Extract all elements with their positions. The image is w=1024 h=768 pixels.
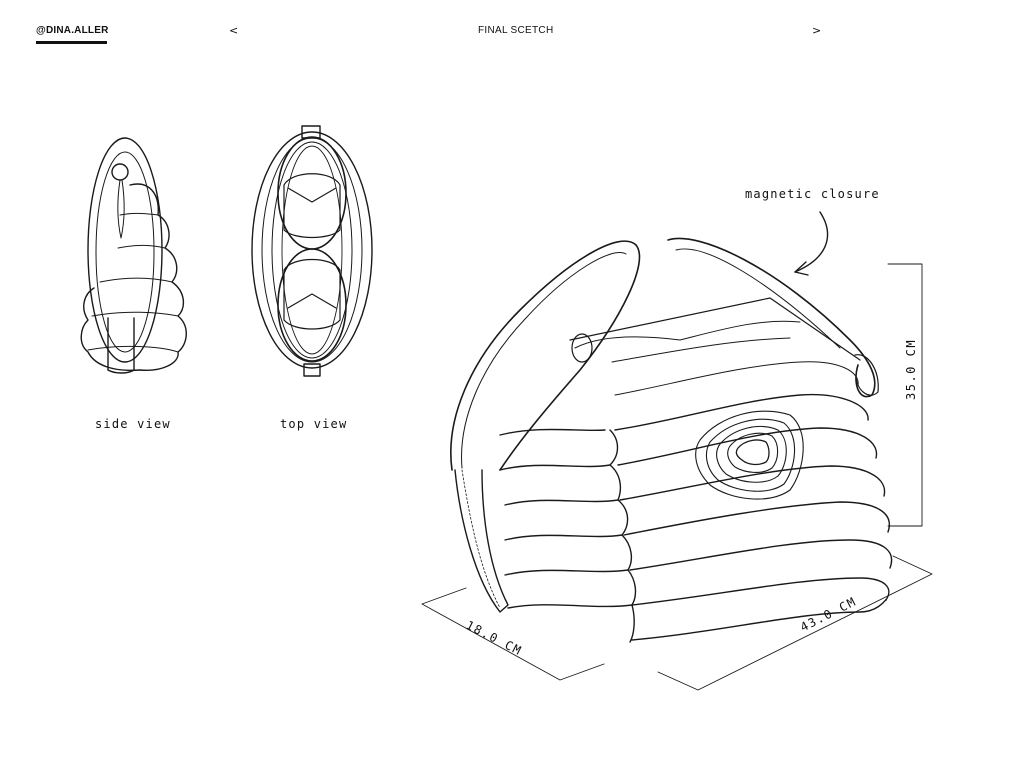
author-handle[interactable]: @DINA.ALLER [36, 25, 109, 36]
next-arrow-button[interactable]: > [812, 24, 822, 37]
side-view-label: side view [95, 417, 171, 431]
top-view-label: top view [280, 417, 348, 431]
side-view-sketch [80, 137, 187, 374]
main-bag-sketch [450, 211, 893, 643]
previous-arrow-button[interactable]: < [229, 24, 239, 37]
magnetic-closure-label: magnetic closure [745, 187, 880, 201]
author-underline [36, 41, 107, 44]
page-title: FINAL SCETCH [478, 25, 554, 36]
dimension-lines [421, 263, 933, 691]
top-view-sketch [251, 125, 373, 377]
height-dimension: 35.0 CM [904, 338, 918, 400]
header-bar: @DINA.ALLER < FINAL SCETCH > [0, 0, 1024, 50]
